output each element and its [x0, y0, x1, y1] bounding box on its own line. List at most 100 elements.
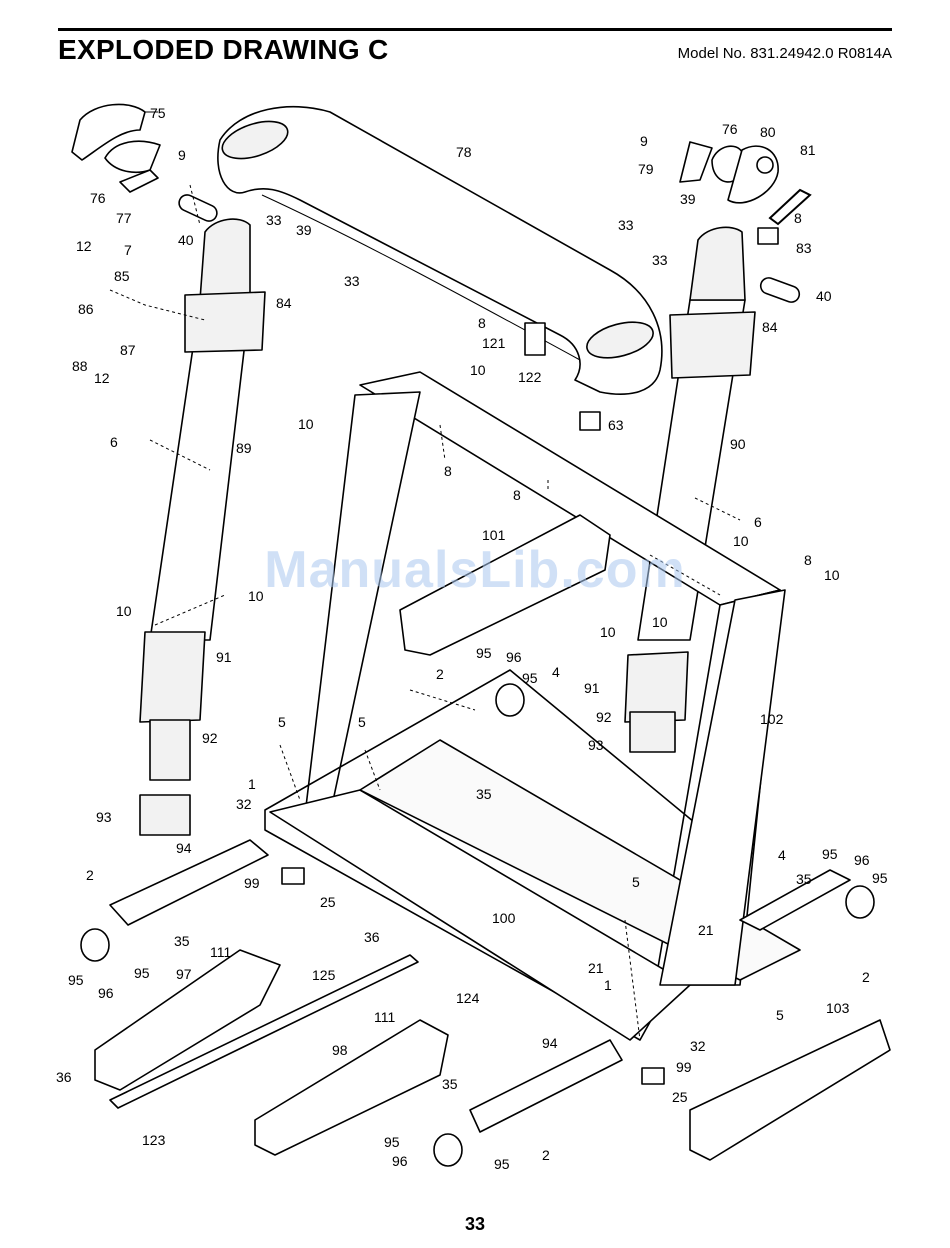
label-33: 33 — [266, 212, 282, 228]
label-95: 95 — [872, 870, 888, 886]
label-94: 94 — [176, 840, 192, 856]
label-96: 96 — [98, 985, 114, 1001]
label-5: 5 — [278, 714, 286, 730]
label-93: 93 — [96, 809, 112, 825]
label-12: 12 — [76, 238, 92, 254]
label-96: 96 — [506, 649, 522, 665]
label-100: 100 — [492, 910, 516, 926]
label-25: 25 — [672, 1089, 688, 1105]
label-121: 121 — [482, 335, 506, 351]
label-32: 32 — [690, 1038, 706, 1054]
label-4: 4 — [552, 664, 560, 680]
label-39: 39 — [296, 222, 312, 238]
label-8: 8 — [794, 210, 802, 226]
cover-parts-left — [71, 103, 218, 222]
label-2: 2 — [542, 1147, 550, 1163]
label-95: 95 — [134, 965, 150, 981]
label-111: 111 — [374, 1009, 395, 1025]
header-rule — [58, 28, 892, 31]
label-5: 5 — [776, 1007, 784, 1023]
label-124: 124 — [456, 990, 480, 1006]
cover-parts-right — [679, 141, 812, 303]
label-96: 96 — [854, 852, 870, 868]
label-94: 94 — [542, 1035, 558, 1051]
label-36: 36 — [56, 1069, 72, 1085]
label-8: 8 — [513, 487, 521, 503]
part-labels: 75 76 77 9 40 12 7 85 86 87 88 12 33 39 … — [56, 105, 888, 1172]
label-111: 111 — [210, 944, 231, 960]
leader-lines — [109, 111, 741, 1041]
label-75: 75 — [150, 105, 166, 121]
label-99: 99 — [676, 1059, 692, 1075]
label-39: 39 — [680, 191, 696, 207]
label-36: 36 — [364, 929, 380, 945]
label-103: 103 — [826, 1000, 850, 1016]
label-10: 10 — [600, 624, 616, 640]
hood-part-101 — [399, 514, 611, 656]
label-35: 35 — [796, 871, 812, 887]
label-8: 8 — [478, 315, 486, 331]
label-98: 98 — [332, 1042, 348, 1058]
label-97: 97 — [176, 966, 192, 982]
label-9: 9 — [178, 147, 186, 163]
label-35: 35 — [174, 933, 190, 949]
label-96: 96 — [392, 1153, 408, 1169]
label-93: 93 — [588, 737, 604, 753]
handlebar-part-78 — [217, 106, 663, 395]
label-4: 4 — [778, 847, 786, 863]
label-6: 6 — [754, 514, 762, 530]
label-10: 10 — [116, 603, 132, 619]
label-25: 25 — [320, 894, 336, 910]
label-40: 40 — [816, 288, 832, 304]
label-9: 9 — [640, 133, 648, 149]
label-10: 10 — [824, 567, 840, 583]
label-1: 1 — [604, 977, 612, 993]
label-5: 5 — [632, 874, 640, 890]
label-33: 33 — [618, 217, 634, 233]
label-102: 102 — [760, 711, 784, 727]
label-78: 78 — [456, 144, 472, 160]
label-76: 76 — [90, 190, 106, 206]
label-2: 2 — [86, 867, 94, 883]
label-12: 12 — [94, 370, 110, 386]
label-123: 123 — [142, 1132, 166, 1148]
label-101: 101 — [482, 527, 506, 543]
label-10: 10 — [298, 416, 314, 432]
label-32: 32 — [236, 796, 252, 812]
label-87: 87 — [120, 342, 136, 358]
label-10: 10 — [733, 533, 749, 549]
label-35: 35 — [476, 786, 492, 802]
label-76: 76 — [722, 121, 738, 137]
label-40: 40 — [178, 232, 194, 248]
label-88: 88 — [72, 358, 88, 374]
label-10: 10 — [470, 362, 486, 378]
label-2: 2 — [862, 969, 870, 985]
label-83: 83 — [796, 240, 812, 256]
label-95: 95 — [476, 645, 492, 661]
label-77: 77 — [116, 210, 132, 226]
label-86: 86 — [78, 301, 94, 317]
label-95: 95 — [68, 972, 84, 988]
label-122: 122 — [518, 369, 542, 385]
label-79: 79 — [638, 161, 654, 177]
page-number: 33 — [464, 1214, 486, 1234]
label-6: 6 — [110, 434, 118, 450]
upright-part-102 — [659, 589, 786, 986]
label-95: 95 — [522, 670, 538, 686]
label-95: 95 — [494, 1156, 510, 1172]
label-5: 5 — [358, 714, 366, 730]
label-2: 2 — [436, 666, 444, 682]
label-90: 90 — [730, 436, 746, 452]
label-21: 21 — [698, 922, 714, 938]
label-91: 91 — [584, 680, 600, 696]
label-1: 1 — [248, 776, 256, 792]
label-21: 21 — [588, 960, 604, 976]
label-63: 63 — [608, 417, 624, 433]
label-99: 99 — [244, 875, 260, 891]
label-10: 10 — [652, 614, 668, 630]
label-84: 84 — [276, 295, 292, 311]
label-80: 80 — [760, 124, 776, 140]
label-10: 10 — [248, 588, 264, 604]
label-35: 35 — [442, 1076, 458, 1092]
